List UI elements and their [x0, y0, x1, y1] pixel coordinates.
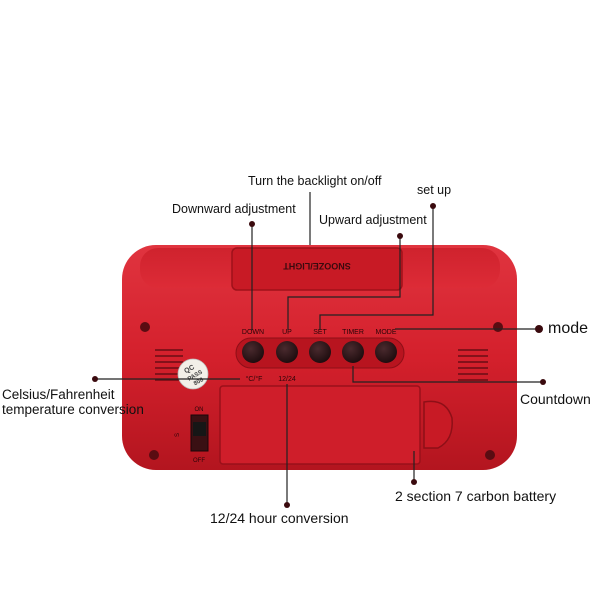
leader-dot — [92, 376, 98, 382]
switch-on-label: ON — [195, 407, 204, 413]
callout-celsius: Celsius/Fahrenheit temperature conversio… — [2, 387, 144, 417]
up-button[interactable] — [276, 341, 298, 363]
callout-mode: mode — [548, 320, 589, 337]
timer-button[interactable] — [342, 341, 364, 363]
button-label-up: UP — [282, 329, 292, 336]
switch-off-label: OFF — [193, 458, 205, 464]
switch-side-label: S — [175, 433, 181, 437]
leader-lines — [95, 192, 542, 504]
clock-body: SNOOZE/LIGHT QC PASS 808 — [122, 245, 517, 470]
battery-door-latch[interactable] — [423, 400, 453, 449]
callout-battery: 2 section 7 carbon battery — [395, 488, 557, 504]
temp-unit-label: °C/°F — [246, 375, 263, 383]
leader-dot — [397, 233, 403, 239]
screw-hole — [149, 450, 159, 460]
callout-setup: set up — [417, 183, 452, 197]
callout-celsius-line2: temperature conversion — [2, 402, 144, 417]
callout-celsius-line1: Celsius/Fahrenheit — [2, 387, 115, 402]
callout-downward: Downward adjustment — [172, 202, 296, 216]
leader-dot — [430, 203, 436, 209]
svg-text:QC: QC — [183, 364, 196, 375]
button-label-timer: TIMER — [342, 329, 364, 336]
battery-compartment[interactable] — [219, 385, 421, 465]
leader-dots — [92, 203, 546, 508]
mode-button[interactable] — [375, 341, 397, 363]
screw-hole — [140, 322, 150, 332]
button-label-down: DOWN — [242, 329, 264, 336]
qc-pass-sticker: QC PASS 808 — [177, 358, 209, 390]
set-button[interactable] — [309, 341, 331, 363]
leader-dot — [249, 221, 255, 227]
button-label-mode: MODE — [376, 329, 397, 336]
leader-dot — [411, 479, 417, 485]
svg-text:808: 808 — [193, 377, 205, 388]
hour-format-label: 12/24 — [278, 376, 296, 383]
callout-upward: Upward adjustment — [319, 213, 427, 227]
power-switch[interactable] — [190, 414, 209, 452]
screw-hole — [485, 450, 495, 460]
screw-hole — [493, 322, 503, 332]
button-label-set: SET — [313, 329, 327, 336]
speaker-grille-right — [458, 349, 488, 381]
leader-dot — [284, 502, 290, 508]
leader-dot — [535, 325, 543, 333]
callout-countdown: Countdown — [520, 391, 591, 407]
callout-backlight: Turn the backlight on/off — [248, 174, 382, 188]
snooze-light-label: SNOOZE/LIGHT — [283, 261, 351, 271]
snooze-light-bar[interactable] — [231, 247, 403, 291]
leader-dot — [540, 379, 546, 385]
down-button[interactable] — [242, 341, 264, 363]
callout-hour: 12/24 hour conversion — [210, 510, 349, 526]
